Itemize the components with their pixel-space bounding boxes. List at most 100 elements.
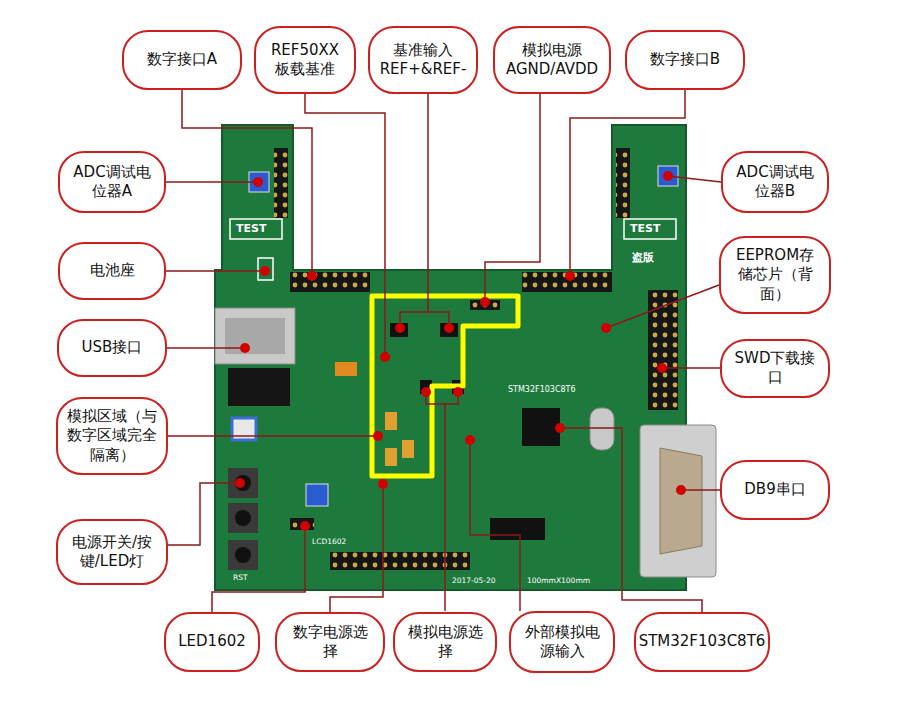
capacitor — [385, 448, 397, 466]
callout-text: USB接口 — [82, 338, 143, 358]
callout-box: EEPROM存储芯片（背面） — [719, 236, 831, 315]
callout-box: STM32F103C8T6 — [634, 612, 770, 672]
crystal — [590, 408, 614, 450]
ref-chip — [390, 323, 408, 337]
callout-text: 电池座 — [90, 261, 135, 281]
leader-line — [570, 90, 685, 276]
callout-box: LED1602 — [164, 612, 260, 672]
callout-dot — [421, 387, 431, 397]
callout-text: 电源开关/按键/LED灯 — [67, 533, 157, 572]
leader-line — [400, 94, 428, 326]
callout-box: 模拟电源 AGND/AVDD — [493, 26, 611, 94]
battery-holder — [258, 258, 273, 280]
callout-box: USB接口 — [57, 319, 167, 377]
callout-dot — [565, 271, 575, 281]
callout-box: DB9串口 — [720, 460, 830, 520]
silkscreen-label: LCD1602 — [312, 538, 346, 546]
callout-dot — [395, 323, 405, 333]
callout-text: REF50XX 板载基准 — [265, 41, 345, 80]
callout-box: 电池座 — [58, 242, 166, 300]
callout-text: ADC调试电位器A — [69, 163, 155, 202]
callout-dot — [378, 479, 388, 489]
leader-line — [212, 526, 305, 612]
callout-box: ADC调试电位器A — [58, 151, 166, 213]
callout-box: SWD下载接口 — [720, 339, 830, 398]
leader-line — [428, 312, 449, 326]
db9-connector — [640, 425, 716, 577]
callout-text: LED1602 — [178, 632, 246, 652]
callout-text: 数字接口A — [147, 50, 217, 70]
callout-text: 模拟区域（与数字区域完全隔离） — [67, 407, 157, 466]
silkscreen-label: 2017-05-20 — [452, 577, 496, 585]
silk-frame — [230, 219, 282, 239]
callout-dot — [253, 177, 263, 187]
push-button — [235, 475, 251, 491]
silkscreen-label: STM32F103C8T6 — [508, 386, 576, 394]
leader-line — [168, 483, 240, 545]
callout-box: 数字接口B — [625, 30, 745, 90]
leader-line — [606, 285, 719, 328]
callout-dot — [373, 431, 383, 441]
callout-dot — [380, 352, 390, 362]
leader-line — [182, 90, 312, 276]
callout-box: 电源开关/按键/LED灯 — [56, 519, 168, 585]
callout-text: 基准输入 REF+&REF- — [379, 41, 467, 80]
silkscreen-label: RST — [233, 574, 248, 582]
silkscreen-label: TEST — [236, 223, 266, 234]
leader-line — [166, 270, 265, 272]
swd-header — [648, 290, 678, 410]
callout-dot — [663, 171, 673, 181]
callout-dot — [307, 271, 317, 281]
leader-line — [662, 367, 720, 369]
callout-dot — [555, 423, 565, 433]
callout-dot — [260, 266, 270, 276]
push-button — [235, 547, 251, 563]
silkscreen-label: 100mmX100mm — [527, 577, 590, 585]
ic-chip — [490, 518, 545, 540]
callout-dot — [676, 485, 686, 495]
leader-line — [305, 94, 385, 357]
callout-dot — [657, 363, 667, 373]
callout-box: 数字电源选择 — [275, 612, 385, 672]
callout-text: 数字接口B — [650, 50, 720, 70]
push-button — [228, 540, 258, 570]
capacitor — [335, 362, 357, 376]
ref-chip — [440, 323, 458, 337]
leader-line — [168, 435, 378, 437]
callout-text: 数字电源选择 — [286, 623, 374, 662]
callout-text: 模拟电源选择 — [404, 623, 486, 662]
pin-header — [274, 148, 288, 218]
leader-line — [330, 484, 383, 612]
callout-text: 外部模拟电源输入 — [520, 623, 604, 662]
push-button — [235, 510, 251, 526]
callout-dot — [235, 478, 245, 488]
silk-frame — [624, 219, 676, 239]
callout-text: STM32F103C8T6 — [639, 632, 766, 652]
leader-line — [426, 392, 445, 611]
callout-box: 模拟电源选择 — [393, 612, 497, 672]
capacitor — [402, 440, 414, 458]
callout-text: SWD下载接口 — [731, 349, 819, 388]
callout-box: ADC调试电位器B — [721, 151, 829, 213]
usb-connector — [215, 308, 295, 364]
pin-header — [616, 148, 630, 218]
leader-line — [167, 347, 245, 349]
leader-line — [485, 94, 540, 300]
leader-line — [470, 440, 520, 611]
callout-text: ADC调试电位器B — [732, 163, 818, 202]
pin-header — [522, 272, 612, 292]
callout-box: 基准输入 REF+&REF- — [368, 26, 478, 94]
silkscreen-label: TEST — [630, 223, 660, 234]
mcu-chip — [522, 408, 560, 446]
capacitor — [385, 412, 397, 430]
callout-box: 外部模拟电源输入 — [509, 611, 615, 673]
callout-box: 数字接口A — [122, 30, 242, 90]
callout-text: 模拟电源 AGND/AVDD — [504, 41, 600, 80]
callout-dot — [444, 323, 454, 333]
callout-text: EEPROM存储芯片（背面） — [730, 246, 820, 305]
leader-line — [668, 176, 721, 182]
potentiometer — [658, 166, 678, 186]
lcd-header — [330, 552, 470, 570]
callout-dot — [240, 343, 250, 353]
